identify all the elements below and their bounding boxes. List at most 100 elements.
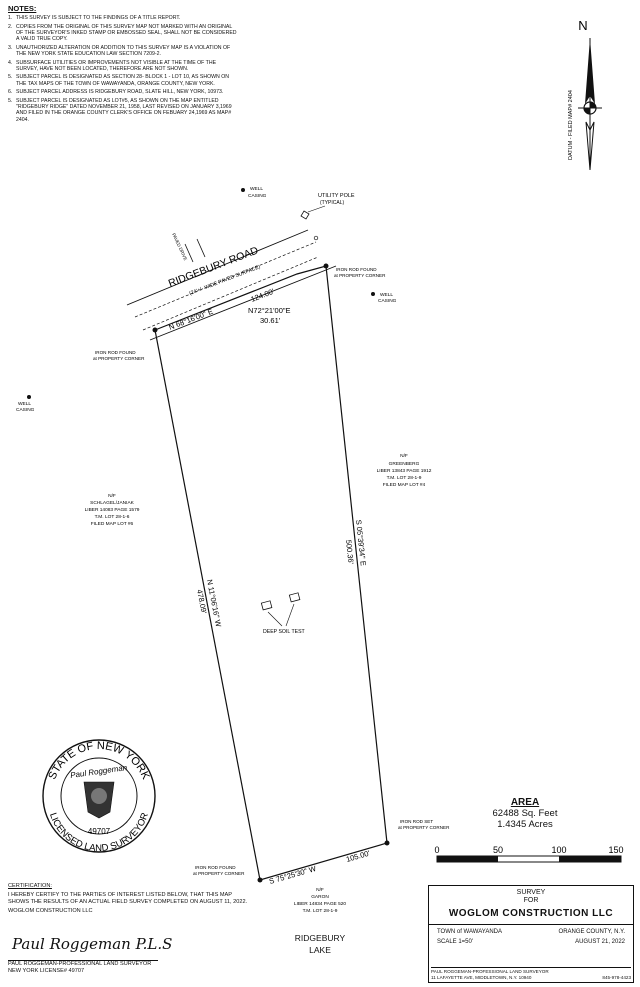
title-county: ORANGE COUNTY, N.Y. [558,929,625,935]
utility-pole: UTILITY POLE (TYPICAL) [300,193,355,269]
note-item: 5.SUBJECT PARCEL IS DESIGNATED AS SECTIO… [8,74,238,87]
svg-text:at PROPERTY CORNER: at PROPERTY CORNER [93,356,145,361]
deep-soil-test: DEEP SOIL TEST [260,592,306,635]
seal-number: 49707 [88,827,111,836]
note-item: 6.SUBJECT PARCEL ADDRESS IS RIDGEBURY RO… [8,89,238,95]
title-footer: PAUL ROGGEMAN-PROFESSIONAL LAND SURVEYOR… [431,967,631,980]
note-text: THIS SURVEY IS SUBJECT TO THE FINDINGS O… [16,15,181,22]
note-item: 4.SUBSURFACE UTILITIES OR IMPROVEMENTS N… [8,60,238,73]
certification-title: CERTIFICATION: [8,883,52,889]
signature-line [8,960,158,961]
surveyor-name: PAUL ROGGEMAN-PROFESSIONAL LAND SURVEYOR [8,961,152,967]
svg-text:50: 50 [493,845,503,855]
svg-text:WELL: WELL [18,401,31,407]
area-acres: 1.4345 Acres [497,819,553,830]
utility-pole-label: UTILITY POLE [318,193,355,199]
area-title: AREA [510,797,540,808]
signature: Paul Roggeman P.L.S [12,935,173,953]
svg-text:at PROPERTY CORNER: at PROPERTY CORNER [193,871,245,876]
area-sqft: 62488 Sq. Feet [492,808,558,819]
seal-name: Paul Roggeman [70,763,129,780]
note-number: 5. [8,97,13,104]
svg-text:GARON: GARON [311,894,329,900]
note-number: 6. [8,89,13,96]
north-letter: N [578,18,587,33]
east-distance: 500.36' [344,539,356,565]
note-item: 5.SUBJECT PARCEL IS DESIGNATED AS LOT#5,… [8,98,238,123]
svg-text:N/F: N/F [400,453,408,459]
svg-text:T.M. LOT 28-1-6: T.M. LOT 28-1-6 [95,514,130,520]
certification-text: I HEREBY CERTIFY TO THE PARTIES OF INTER… [8,892,248,905]
north-bearing: N 68°16'00" E [167,307,214,332]
svg-text:GREENBERG: GREENBERG [389,461,420,467]
note-text: SUBSURFACE UTILITIES OR IMPROVEMENTS NOT… [16,59,217,72]
note-item: 1.THIS SURVEY IS SUBJECT TO THE FINDINGS… [8,15,238,21]
title-scale: SCALE 1=50' [437,939,474,945]
surveyor-name-block: PAUL ROGGEMAN-PROFESSIONAL LAND SURVEYOR… [8,960,158,975]
note-number: 3. [8,44,13,51]
offset-distance: 30.61' [260,316,281,325]
title-block: SURVEY FOR WOGLOM CONSTRUCTION LLC TOWN … [428,885,634,983]
north-distance: 124.00' [249,287,276,304]
datum-label: DATUM - FILED MAP# 2404 [568,90,574,160]
ridgebury-lake-label: RIDGEBURY LAKE [294,933,346,955]
south-distance: 105.00' [345,848,371,864]
svg-text:150: 150 [608,845,623,855]
svg-text:FILED MAP LOT #4: FILED MAP LOT #4 [383,482,426,488]
note-text: COPIES FROM THE ORIGINAL OF THIS SURVEY … [16,23,237,43]
svg-text:FILED MAP LOT #6: FILED MAP LOT #6 [91,521,134,527]
title-town: TOWN of WAWAYANDA [437,929,503,935]
title-phone: 845-978-4423 [602,974,631,980]
well-casing-north: WELL CASING [241,186,267,199]
note-text: SUBJECT PARCEL IS DESIGNATED AS SECTION … [16,74,230,87]
title-scale-row: SCALE 1=50' AUGUST 21, 2022 [429,935,633,945]
title-location-row: TOWN of WAWAYANDA ORANGE COUNTY, N.Y. [429,925,633,935]
note-text: UNAUTHORIZED ALTERATION OR ADDITION TO T… [16,44,231,58]
east-owner-block: N/F GREENBERG LIBER 13843 PAGE 1912 T.M.… [377,453,432,488]
area-block: AREA 62488 Sq. Feet 1.4345 Acres [470,797,580,830]
note-number: 5. [8,74,13,81]
svg-text:DEEP SOIL TEST: DEEP SOIL TEST [263,629,306,635]
north-arrow: N DATUM - FILED MAP# 2404 [568,18,602,171]
svg-text:T.M. LOT 28-1-9: T.M. LOT 28-1-9 [387,475,422,481]
surveyor-seal: STATE OF NEW YORK LICENSED LAND SURVEYOR… [42,739,156,854]
surveyor-license: NEW YORK LICENSE# 49707 [8,968,85,974]
title-date: AUGUST 21, 2022 [575,939,625,945]
east-bearing: S 05°39'34" E [354,519,368,566]
south-bearing: S 75°25'30" W [268,864,318,886]
west-distance: 478.09' [195,589,209,615]
iron-rod-nw-label: IRON ROD FOUND [95,350,136,355]
svg-text:100: 100 [551,845,566,855]
scale-bar: 0 50 100 150 [434,845,624,863]
svg-text:T.M. LOT 28-1-9: T.M. LOT 28-1-9 [303,908,338,914]
svg-text:WELL: WELL [250,186,263,192]
paved-drive-label: PAVED DRIVE [171,232,188,261]
note-text: SUBJECT PARCEL ADDRESS IS RIDGEBURY ROAD… [16,89,224,96]
parcel-boundary [152,265,390,883]
svg-text:N/F: N/F [316,887,324,893]
iron-rod-se-label: IRON ROD SET [400,819,433,824]
notes-block: NOTES: 1.THIS SURVEY IS SUBJECT TO THE F… [8,4,238,125]
utility-pole-sub: (TYPICAL) [320,200,345,206]
iron-rod-ne-label: IRON ROD FOUND [336,267,377,272]
certification-party: WOGLOM CONSTRUCTION LLC [8,908,93,914]
title-divider [429,924,633,925]
note-number: 1. [8,15,13,22]
south-owner-block: N/F GARON LIBER 14834 PAGE 520 T.M. LOT … [294,887,347,914]
note-item: 2.COPIES FROM THE ORIGINAL OF THIS SURVE… [8,24,238,43]
svg-text:SCHLAGEL/JANIAK: SCHLAGEL/JANIAK [90,500,135,506]
note-number: 4. [8,59,13,66]
svg-text:LIBER 14834 PAGE 520: LIBER 14834 PAGE 520 [294,901,347,907]
iron-rod-sw-label: IRON ROD FOUND [195,865,236,870]
svg-text:CASING: CASING [16,407,35,413]
svg-text:0: 0 [434,845,439,855]
svg-text:at PROPERTY CORNER: at PROPERTY CORNER [334,273,386,278]
notes-title: NOTES: [8,4,37,13]
well-casing-west: WELL CASING [16,395,35,413]
title-survey: SURVEY FOR [516,889,546,904]
svg-text:CASING: CASING [378,298,397,304]
west-owner-block: N/F SCHLAGEL/JANIAK LIBER 14083 PAGE 157… [85,493,140,527]
note-text: SUBJECT PARCEL IS DESIGNATED AS LOT#5, A… [16,97,232,123]
offset-bearing: N72°21'00"E [248,306,291,315]
